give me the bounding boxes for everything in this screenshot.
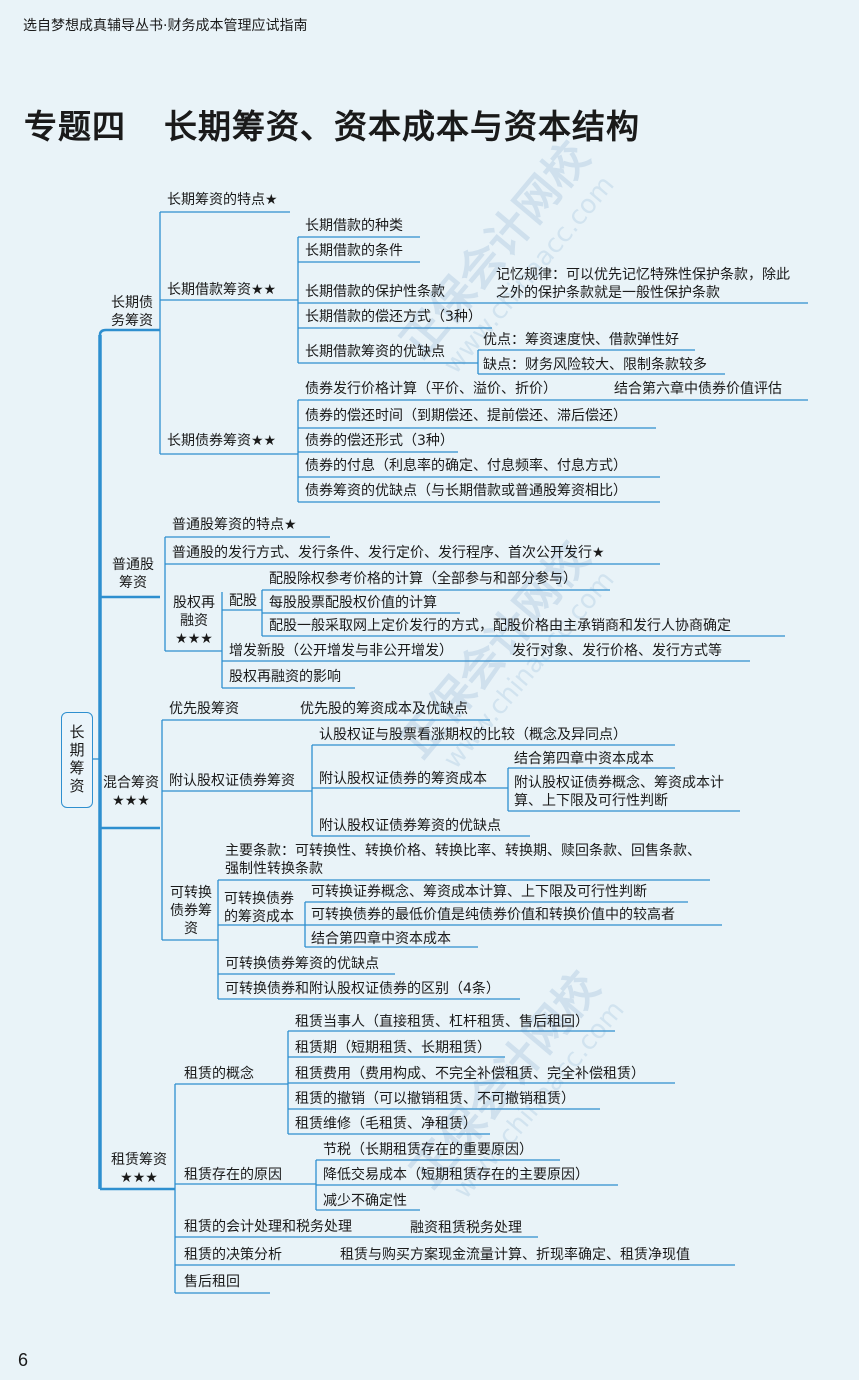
node-bond-pros-cons: 债券筹资的优缺点（与长期借款或普通股筹资相比） bbox=[305, 483, 627, 499]
node-lease-r3: 减少不确定性 bbox=[323, 1193, 407, 1209]
node-rights-r2: 每股股票配股权价值的计算 bbox=[269, 595, 437, 611]
branch-leasing: 租赁筹资★★★ bbox=[111, 1152, 167, 1186]
node-leaseback: 售后租回 bbox=[184, 1274, 240, 1290]
note-loan-covenants: 记忆规律：可以优先记忆特殊性保护条款，除此之外的保护条款就是一般性保护条款 bbox=[496, 267, 790, 301]
note-warrant-cost2: 附认股权证债券概念、筹资成本计算、上下限及可行性判断 bbox=[514, 775, 724, 809]
node-rights-r3: 配股一般采取网上定价发行的方式，配股价格由主承销商和发行人协商确定 bbox=[269, 618, 731, 634]
node-conv-pc: 可转换债券筹资的优缺点 bbox=[225, 956, 379, 972]
node-loan-repay: 长期借款的偿还方式（3种） bbox=[305, 309, 482, 325]
note-lease-decision: 租赁与购买方案现金流量计算、折现率确定、租赁净现值 bbox=[340, 1247, 690, 1263]
node-lease-l2: 租赁期（短期租赁、长期租赁） bbox=[295, 1040, 491, 1056]
node-refinance: 股权再融资★★★ bbox=[173, 595, 215, 647]
node-loan-pros: 优点：筹资速度快、借款弹性好 bbox=[483, 332, 679, 348]
node-loan-conditions: 长期借款的条件 bbox=[305, 243, 403, 259]
node-conv-c2: 可转换债券的最低价值是纯债券价值和转换价值中的较高者 bbox=[311, 907, 675, 923]
node-lease-concept: 租赁的概念 bbox=[184, 1066, 254, 1082]
node-conv-terms: 主要条款：可转换性、转换价格、转换比率、转换期、赎回条款、回售条款、强制性转换条… bbox=[225, 843, 701, 877]
node-rights-offering: 配股 bbox=[229, 593, 257, 609]
node-conv-c3: 结合第四章中资本成本 bbox=[311, 931, 451, 947]
node-preferred: 优先股筹资 bbox=[169, 701, 239, 717]
node-stock-features: 普通股筹资的特点★ bbox=[172, 517, 297, 533]
note-seo: 发行对象、发行价格、发行方式等 bbox=[512, 643, 722, 659]
node-conv-c1: 可转换证券概念、筹资成本计算、上下限及可行性判断 bbox=[311, 884, 647, 900]
chapter-topic: 长期筹资、资本成本与资本结构 bbox=[164, 107, 640, 146]
page-number: 6 bbox=[18, 1350, 29, 1370]
node-lease-l3: 租赁费用（费用构成、不完全补偿租赁、完全补偿租赁） bbox=[295, 1066, 645, 1082]
node-warrant-w1: 认股权证与股票看涨期权的比较（概念及异同点） bbox=[319, 727, 627, 743]
node-lease-r2: 降低交易成本（短期租赁存在的主要原因） bbox=[323, 1167, 589, 1183]
branch-long-term-debt: 长期债务筹资 bbox=[111, 295, 153, 329]
node-lease-l4: 租赁的撤销（可以撤销租赁、不可撤销租赁） bbox=[295, 1091, 575, 1107]
node-stock-issue: 普通股的发行方式、发行条件、发行定价、发行程序、首次公开发行★ bbox=[172, 545, 605, 561]
branch-common-stock: 普通股筹资 bbox=[112, 557, 154, 591]
note-preferred: 优先股的筹资成本及优缺点 bbox=[300, 701, 468, 717]
root-node-box bbox=[61, 712, 93, 808]
node-loan-types: 长期借款的种类 bbox=[305, 218, 403, 234]
node-lease-reason: 租赁存在的原因 bbox=[184, 1167, 282, 1183]
node-warrant-pc: 附认股权证债券筹资的优缺点 bbox=[319, 818, 501, 834]
node-bond-price: 债券发行价格计算（平价、溢价、折价） bbox=[305, 381, 557, 397]
branch-hybrid: 混合筹资★★★ bbox=[103, 775, 159, 809]
chapter-label: 专题四 bbox=[24, 107, 126, 146]
node-warrant-bond: 附认股权证债券筹资 bbox=[169, 773, 295, 789]
note-bond-price: 结合第六章中债券价值评估 bbox=[614, 381, 782, 397]
node-bond-form: 债券的偿还形式（3种） bbox=[305, 433, 454, 449]
node-lease-l1: 租赁当事人（直接租赁、杠杆租赁、售后租回） bbox=[295, 1014, 589, 1030]
node-bond-time: 债券的偿还时间（到期偿还、提前偿还、滞后偿还） bbox=[305, 408, 627, 424]
node-convertible: 可转换债券筹资 bbox=[170, 885, 212, 937]
node-bond: 长期债券筹资★★ bbox=[167, 433, 277, 449]
node-seo: 增发新股（公开增发与非公开增发） bbox=[229, 643, 453, 659]
page-title: 专题四长期筹资、资本成本与资本结构 bbox=[24, 100, 640, 148]
node-loan-cons: 缺点：财务风险较大、限制条款较多 bbox=[483, 357, 707, 373]
note-warrant-cost1: 结合第四章中资本成本 bbox=[514, 751, 654, 767]
note-lease-acct: 融资租赁税务处理 bbox=[410, 1220, 522, 1236]
node-bond-interest: 债券的付息（利息率的确定、付息频率、付息方式） bbox=[305, 458, 627, 474]
node-rights-r1: 配股除权参考价格的计算（全部参与和部分参与） bbox=[269, 571, 577, 587]
node-conv-diff: 可转换债券和附认股权证债券的区别（4条） bbox=[225, 981, 500, 997]
node-loan-covenants: 长期借款的保护性条款 bbox=[305, 284, 445, 300]
node-loan: 长期借款筹资★★ bbox=[167, 282, 277, 298]
node-warrant-cost: 附认股权证债券的筹资成本 bbox=[319, 771, 487, 787]
node-lease-l5: 租赁维修（毛租赁、净租赁） bbox=[295, 1116, 477, 1132]
node-b1-features: 长期筹资的特点★ bbox=[167, 192, 278, 208]
node-refin-impact: 股权再融资的影响 bbox=[229, 669, 341, 685]
node-loan-pros-cons: 长期借款筹资的优缺点 bbox=[305, 344, 445, 360]
node-lease-decision: 租赁的决策分析 bbox=[184, 1247, 282, 1263]
root-node-label: 长期筹资 bbox=[69, 723, 85, 795]
node-lease-acct: 租赁的会计处理和税务处理 bbox=[184, 1219, 352, 1235]
page-header: 选自梦想成真辅导丛书·财务成本管理应试指南 bbox=[23, 18, 308, 34]
node-conv-cost: 可转换债券的筹资成本 bbox=[224, 891, 294, 925]
node-lease-r1: 节税（长期租赁存在的重要原因） bbox=[323, 1142, 533, 1158]
